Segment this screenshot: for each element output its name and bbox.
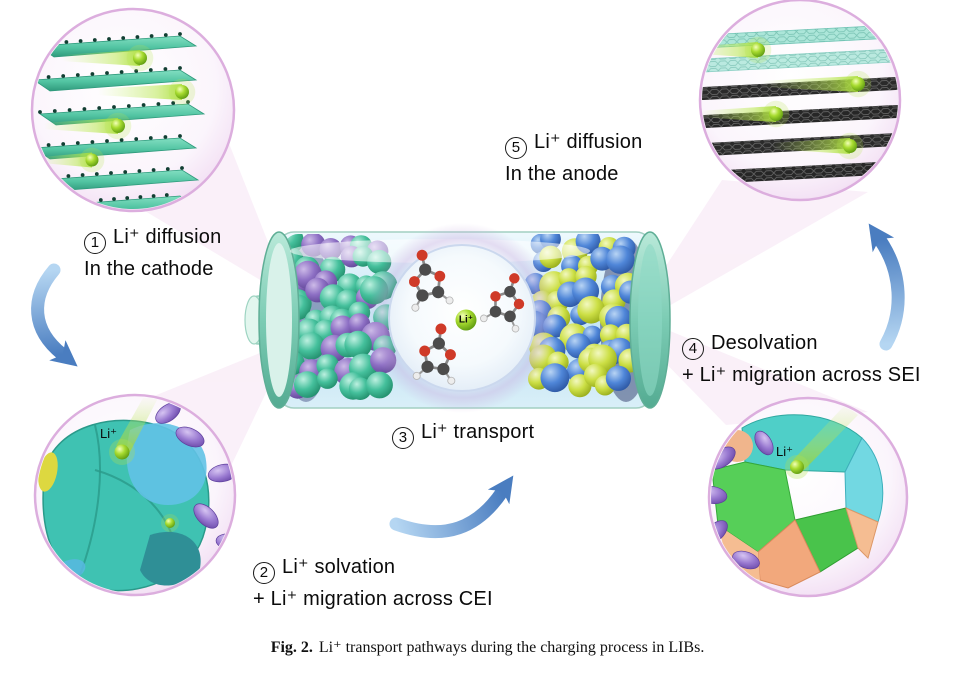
step1-line2: In the cathode [84, 258, 214, 280]
arrow-step4-to-step5 [868, 223, 905, 351]
step5-number: 5 [505, 137, 527, 159]
li-ion-ball [455, 309, 477, 331]
battery-cell [244, 223, 671, 413]
step3-line1: 3 Li⁺ transport [392, 417, 534, 449]
caption-text: Li⁺ transport pathways during the chargi… [318, 639, 705, 656]
li-ion-label-cei: Li⁺ [100, 426, 117, 441]
step1-number: 1 [84, 232, 106, 254]
step4-line2: + Li⁺ migration across SEI [682, 364, 921, 386]
step5-text: Li⁺ diffusion [534, 131, 643, 153]
step3-number: 3 [392, 427, 414, 449]
figure-caption: Fig. 2. Li⁺ transport pathways during the… [0, 637, 975, 657]
inset-cei-solvation [33, 393, 237, 597]
step5-line2: In the anode [505, 163, 619, 185]
step2-line1: 2 Li⁺ solvation [253, 552, 493, 584]
step2-line2: + Li⁺ migration across CEI [253, 588, 493, 610]
step4-number: 4 [682, 338, 704, 360]
step5-line1: 5 Li⁺ diffusion [505, 127, 642, 159]
step4-text: Desolvation [711, 332, 818, 354]
step4-line1: 4 Desolvation [682, 328, 921, 360]
label-step1: 1 Li⁺ diffusion In the cathode [84, 222, 221, 284]
step2-text: Li⁺ solvation [282, 556, 396, 578]
step1-line1: 1 Li⁺ diffusion [84, 222, 221, 254]
label-step2: 2 Li⁺ solvation + Li⁺ migration across CE… [253, 552, 493, 614]
label-step4: 4 Desolvation + Li⁺ migration across SEI [682, 328, 921, 390]
caption-tag: Fig. 2. [270, 639, 313, 656]
label-step5: 5 Li⁺ diffusion In the anode [505, 127, 642, 189]
flow-arrows [31, 223, 905, 539]
li-ion-label-electrolyte: Li⁺ [458, 314, 474, 326]
arrow-step2-to-step3 [389, 475, 514, 539]
li-ion-label-sei: Li⁺ [776, 444, 793, 459]
inset-cathode-diffusion [30, 7, 236, 213]
step2-number: 2 [253, 562, 275, 584]
label-step3: 3 Li⁺ transport [392, 417, 534, 449]
electrolyte-molecules [408, 249, 525, 385]
step1-text: Li⁺ diffusion [113, 226, 222, 248]
inset-sei-desolvation [707, 396, 909, 598]
step3-text: Li⁺ transport [421, 421, 535, 443]
inset-anode-diffusion [698, 0, 902, 202]
arrow-step1-to-step2 [31, 263, 78, 367]
